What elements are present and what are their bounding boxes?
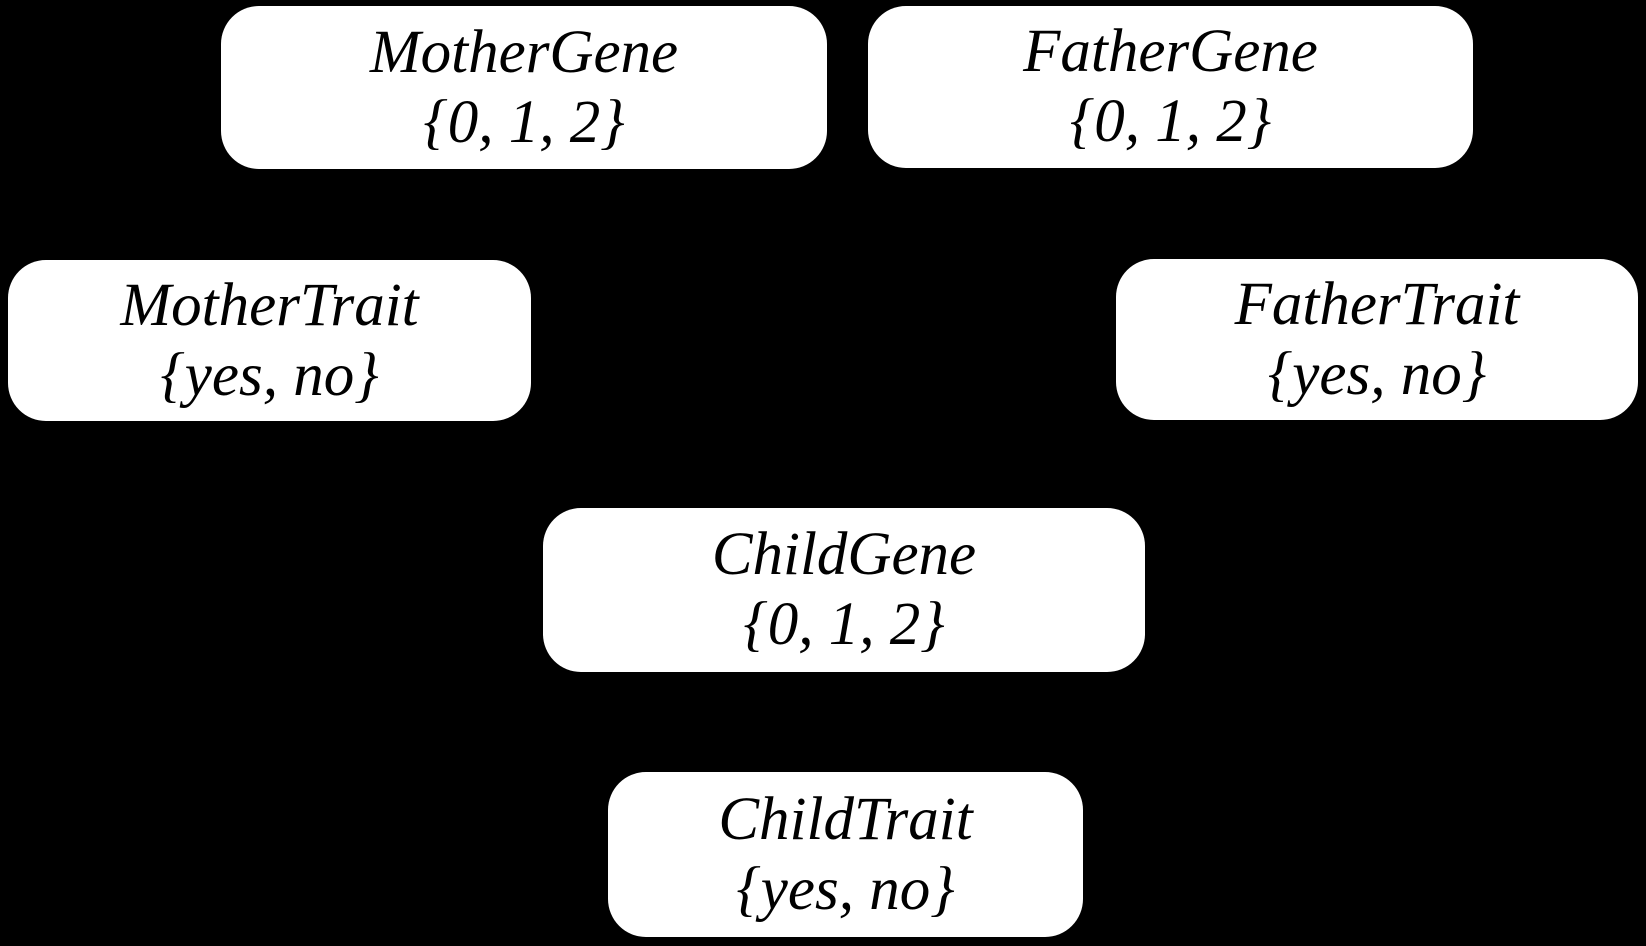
node-label: MotherGene [369, 18, 679, 86]
node-domain: {yes, no} [1267, 340, 1487, 408]
node-domain: {yes, no} [160, 341, 379, 409]
node-domain: {yes, no} [736, 855, 955, 923]
node-child-trait: ChildTrait {yes, no} [608, 772, 1083, 937]
node-label: FatherTrait [1234, 270, 1520, 338]
node-mother-trait: MotherTrait {yes, no} [8, 260, 531, 421]
node-mother-gene: MotherGene {0, 1, 2} [221, 6, 827, 169]
node-label: ChildTrait [718, 785, 973, 853]
node-label: ChildGene [711, 521, 977, 588]
node-domain: {0, 1, 2} [423, 88, 625, 156]
node-domain: {0, 1, 2} [743, 591, 945, 658]
node-domain: {0, 1, 2} [1069, 88, 1272, 155]
node-father-trait: FatherTrait {yes, no} [1116, 259, 1638, 420]
node-label: MotherTrait [120, 271, 419, 339]
node-father-gene: FatherGene {0, 1, 2} [868, 6, 1473, 168]
node-child-gene: ChildGene {0, 1, 2} [543, 508, 1145, 672]
node-label: FatherGene [1023, 18, 1318, 85]
